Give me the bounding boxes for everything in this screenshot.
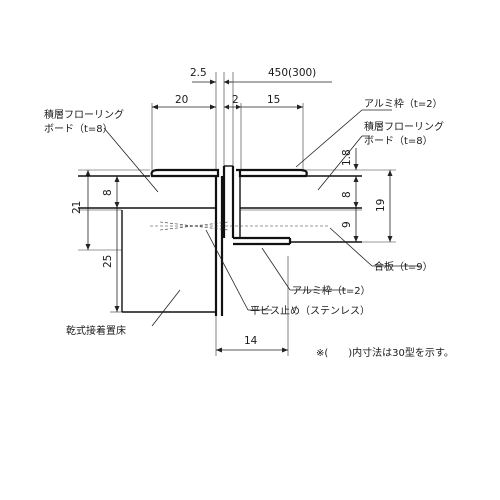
right-dimensions: 1.8 8 9 19 (290, 148, 396, 243)
dim-25: 25 (102, 255, 114, 268)
label-laminated-board-left-1: 積層フローリング (44, 108, 124, 121)
left-alu-frame (150, 168, 220, 178)
left-dimensions: 21 8 25 (71, 169, 150, 313)
leader-lines (103, 109, 420, 327)
dim-9: 9 (341, 221, 353, 228)
dim-20: 20 (175, 94, 188, 106)
right-alu-frame (236, 168, 308, 178)
note-text: ※( )内寸法は30型を示す。 (316, 346, 454, 359)
label-laminated-board-right-2: ボード（t=8） (364, 135, 433, 147)
dim-left-8: 8 (102, 189, 114, 196)
dim-450: 450(300) (268, 67, 316, 79)
dim-right-8: 8 (341, 191, 353, 198)
top-dimensions: 2.5 450(300) 20 2 15 (151, 67, 332, 172)
label-alu-frame-bottom: アルミ枠（t=2） (292, 284, 371, 297)
dim-2: 2 (232, 94, 239, 106)
dim-19: 19 (375, 199, 387, 212)
floor-structure (78, 165, 362, 316)
dim-1-8: 1.8 (341, 149, 353, 166)
dim-14: 14 (244, 335, 258, 347)
label-flat-screw: 平ビス止め（ステンレス） (250, 305, 370, 317)
label-plywood: 合板（t=9） (374, 260, 433, 273)
label-laminated-board-left-2: ボード（t=8） (44, 123, 113, 135)
bottom-dimension: 14 (215, 256, 289, 356)
dim-15: 15 (267, 94, 280, 106)
dim-21: 21 (71, 201, 83, 214)
dim-2-5: 2.5 (190, 67, 207, 79)
label-laminated-board-right-1: 積層フローリング (364, 120, 444, 133)
labels: 積層フローリング ボード（t=8） アルミ枠（t=2） 積層フローリング ボード… (44, 97, 454, 359)
label-dry-floor: 乾式接着置床 (66, 324, 126, 337)
label-alu-frame-top: アルミ枠（t=2） (364, 97, 443, 110)
flat-screw (150, 221, 330, 231)
